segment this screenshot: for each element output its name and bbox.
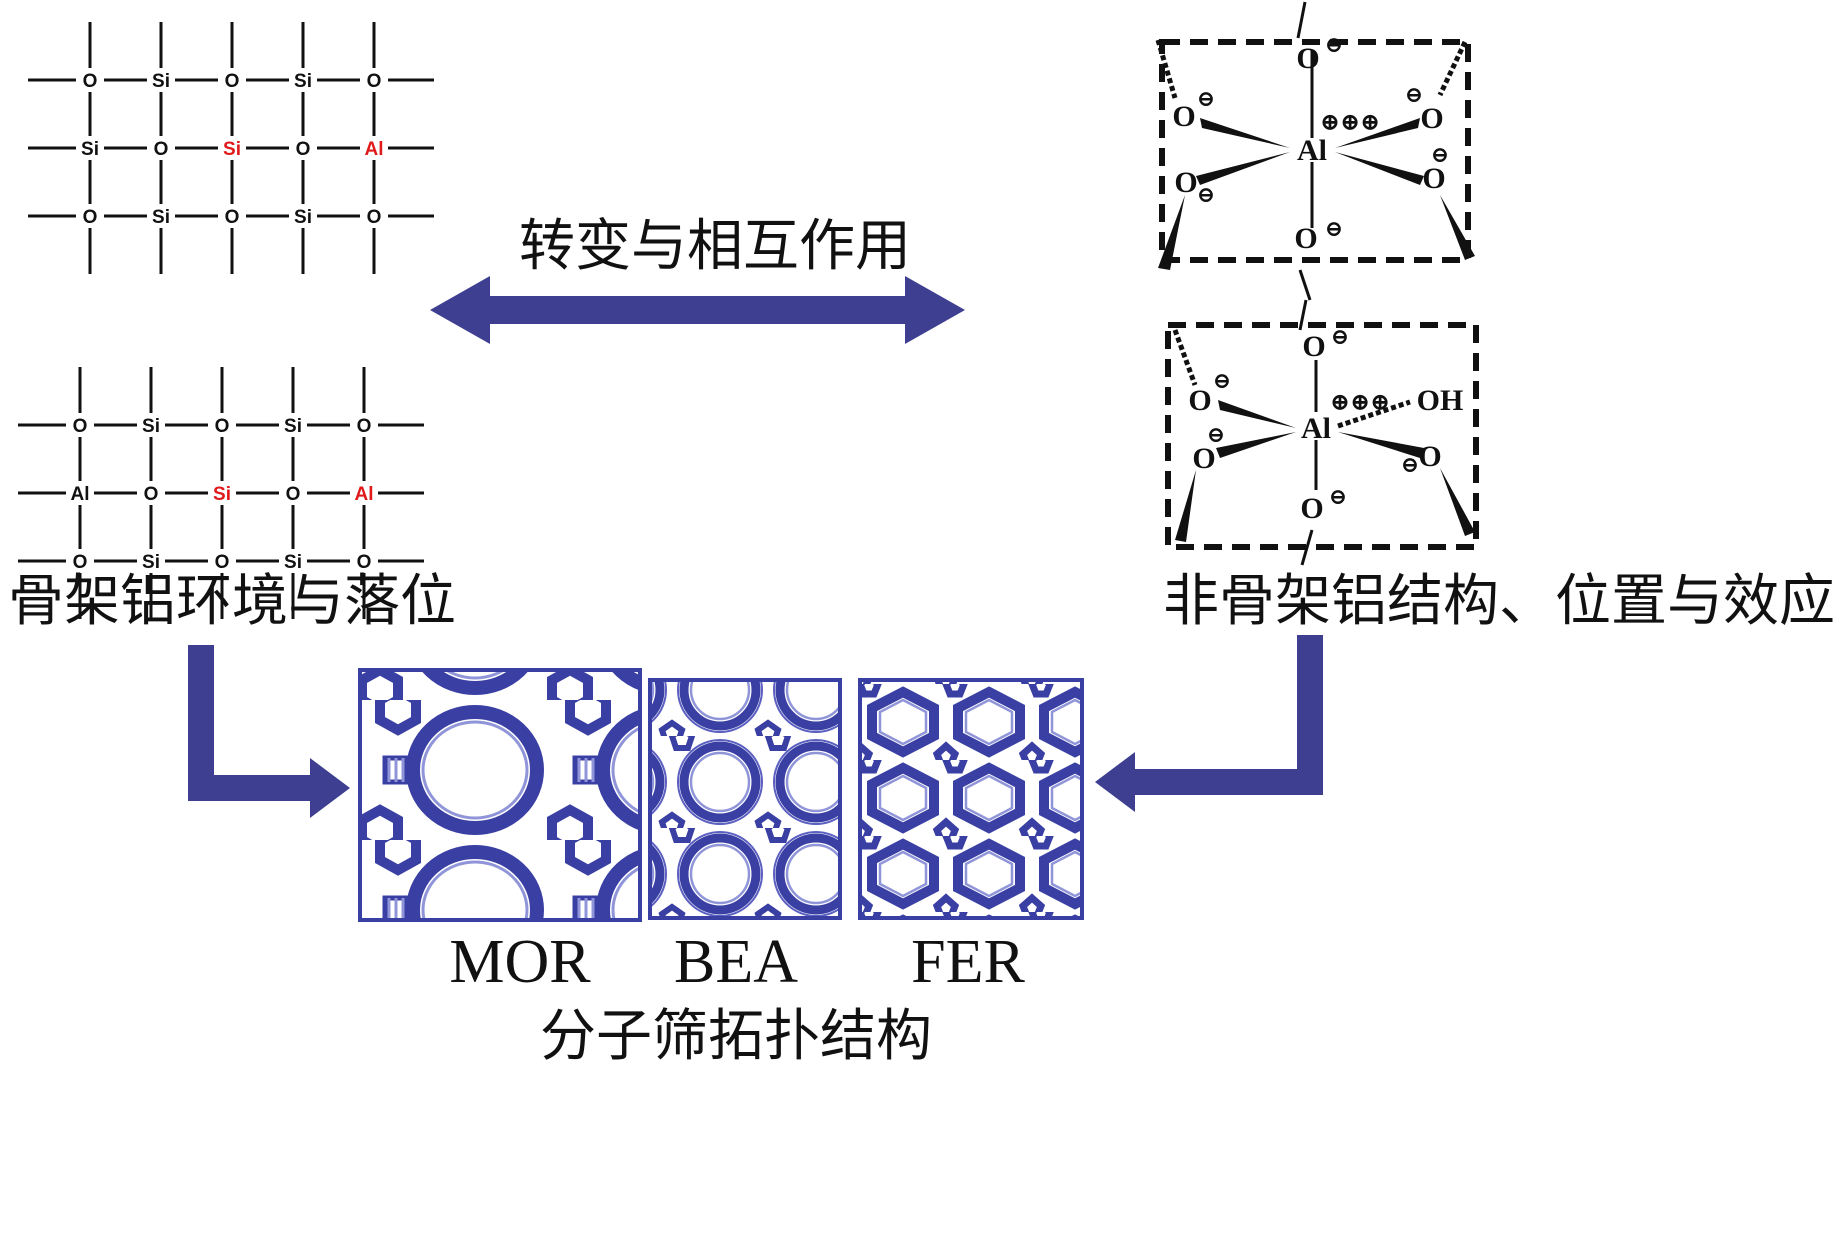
lattice-atom: O (73, 416, 88, 437)
lattice-atom: O (357, 552, 372, 573)
zeolite-label-bea: BEA (674, 928, 798, 996)
mor-structure (358, 668, 642, 922)
efal-bottom-center: Al (1301, 412, 1331, 445)
efal-top-ligand-charge: ⊖ (1431, 142, 1449, 167)
efal-complex-bottom: Al ⊕⊕⊕ OH O ⊖ O ⊖ O ⊖ O ⊖ O ⊖ (1165, 299, 1479, 566)
lattice-atom: O (73, 552, 88, 573)
lattice-atom: Si (152, 71, 170, 92)
bea-structure (648, 678, 842, 920)
efal-bottom-ligand-charge: ⊖ (1331, 324, 1349, 349)
lattice-atom: O (225, 71, 240, 92)
bidirectional-arrow (430, 276, 965, 344)
lattice-atom: Al (365, 139, 384, 160)
efal-bottom-ligand: O (1418, 440, 1441, 473)
efal-top-ligand: O (1294, 222, 1317, 255)
efal-bottom-ligand: O (1192, 442, 1215, 475)
lattice-atom: O (367, 207, 382, 228)
topology-label: 分子筛拓扑结构 (540, 1004, 932, 1069)
efal-bottom-ligand: O (1188, 384, 1211, 417)
efal-top-ligand: O (1174, 166, 1197, 199)
lattice-atom: Si (294, 207, 312, 228)
lattice-atom: Si (81, 139, 99, 160)
efal-top-ligand: O (1296, 42, 1319, 75)
lattice-atom: O (83, 71, 98, 92)
lattice-atom: Al (355, 484, 374, 505)
zeolite-label-fer: FER (911, 928, 1025, 996)
efal-bottom-ligand-charge: ⊖ (1401, 452, 1419, 477)
lattice-atom: Si (294, 71, 312, 92)
lattice-atom: O (367, 71, 382, 92)
efal-bottom-ligand: O (1302, 330, 1325, 363)
efal-complex-top: Al ⊕⊕⊕ O ⊖ O ⊖ O ⊖ O ⊖ O ⊖ O ⊖ (1155, 1, 1475, 301)
efal-bottom-hydroxyl: OH (1417, 384, 1464, 417)
interaction-label: 转变与相互作用 (519, 214, 911, 279)
lattice-atom: O (225, 207, 240, 228)
lattice-atom: Si (213, 484, 231, 505)
fer-structure (858, 678, 1084, 920)
lattice-atom: Si (284, 416, 302, 437)
right-l-arrow (1095, 635, 1323, 812)
lattice-atom: Al (71, 484, 90, 505)
lattice-atom: O (215, 552, 230, 573)
lattice-atom: Si (223, 139, 241, 160)
lattice-atom: Si (284, 552, 302, 573)
lattice-atom: Si (142, 416, 160, 437)
lattice-atom: O (357, 416, 372, 437)
efal-top-ligand-charge: ⊖ (1197, 86, 1215, 111)
lattice-atom: O (144, 484, 159, 505)
lattice-atom: O (83, 207, 98, 228)
efal-top-center-charge: ⊕⊕⊕ (1320, 110, 1380, 136)
lattice-atom: O (286, 484, 301, 505)
efal-bottom-center-charge: ⊕⊕⊕ (1330, 390, 1390, 416)
efal-top-ligand-charge: ⊖ (1405, 82, 1423, 107)
left-l-arrow (188, 645, 350, 818)
lattice-atom: O (154, 139, 169, 160)
extra-framework-al-label: 非骨架铝结构、位置与效应 (1163, 569, 1835, 634)
efal-bottom-ligand-charge: ⊖ (1329, 484, 1347, 509)
efal-top-ligand: O (1420, 102, 1443, 135)
framework-al-label: 骨架铝环境与落位 (8, 569, 456, 634)
efal-bottom-ligand-charge: ⊖ (1207, 422, 1225, 447)
efal-top-ligand-charge: ⊖ (1325, 32, 1343, 57)
lattice-atom: Si (142, 552, 160, 573)
lattice-atom: O (215, 416, 230, 437)
efal-top-ligand: O (1422, 162, 1445, 195)
efal-top-ligand: O (1172, 100, 1195, 133)
zeolite-label-mor: MOR (449, 928, 591, 996)
lattice-atom: O (296, 139, 311, 160)
efal-top-ligand-charge: ⊖ (1325, 216, 1343, 241)
efal-top-ligand-charge: ⊖ (1197, 182, 1215, 207)
efal-top-center: Al (1297, 134, 1327, 167)
efal-bottom-ligand-charge: ⊖ (1213, 368, 1231, 393)
lattice-atom: Si (152, 207, 170, 228)
efal-bottom-ligand: O (1300, 492, 1323, 525)
